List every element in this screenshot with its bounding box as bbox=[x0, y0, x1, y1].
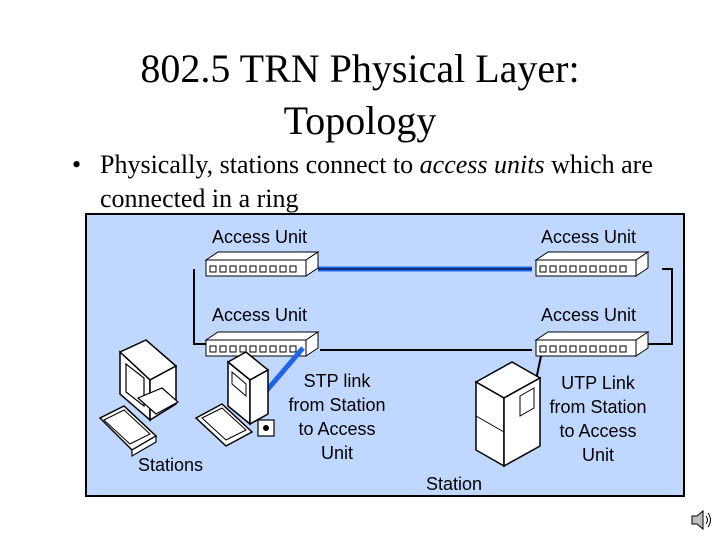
bullet-text-part2: which are connected in a ring bbox=[100, 150, 653, 213]
bullet-symbol: • bbox=[72, 150, 82, 179]
computer-station-icon bbox=[98, 339, 180, 458]
access-unit-mid-left-icon bbox=[204, 331, 320, 357]
slide-title-line2: Topology bbox=[283, 98, 437, 143]
access-unit-top-left-icon bbox=[204, 251, 320, 277]
stp-label-line2: from Station bbox=[288, 395, 385, 415]
bullet-text-part1: Physically, stations connect to bbox=[100, 150, 420, 179]
access-unit-label-mid-right: Access Unit bbox=[541, 305, 636, 325]
server-station-icon bbox=[474, 361, 542, 468]
tower-station-icon bbox=[194, 351, 275, 447]
utp-label-line4: Unit bbox=[582, 445, 614, 465]
access-unit-top-right-icon bbox=[534, 251, 650, 277]
access-unit-label-top-left: Access Unit bbox=[212, 227, 307, 247]
speaker-icon[interactable] bbox=[690, 508, 714, 532]
stp-label-line4: Unit bbox=[321, 443, 353, 463]
access-unit-label-mid-left: Access Unit bbox=[212, 305, 307, 325]
slide-title-line1: 802.5 TRN Physical Layer: bbox=[140, 46, 580, 91]
utp-label-line1: UTP Link bbox=[561, 373, 636, 393]
utp-label-line2: from Station bbox=[549, 397, 646, 417]
bullet-text: Physically, stations connect to access u… bbox=[100, 148, 700, 216]
stp-link bbox=[260, 346, 305, 398]
ring-link-right bbox=[640, 268, 673, 345]
ring-link-left bbox=[193, 269, 206, 345]
access-unit-mid-right-icon bbox=[534, 331, 650, 357]
bullet-emphasis: access units bbox=[419, 150, 545, 179]
station-label: Station bbox=[426, 474, 482, 494]
stp-label-line1: STP link bbox=[304, 371, 372, 391]
access-unit-label-top-right: Access Unit bbox=[541, 227, 636, 247]
stations-label: Stations bbox=[138, 455, 203, 475]
utp-label-line3: to Access bbox=[559, 421, 636, 441]
stp-label-line3: to Access bbox=[298, 419, 375, 439]
